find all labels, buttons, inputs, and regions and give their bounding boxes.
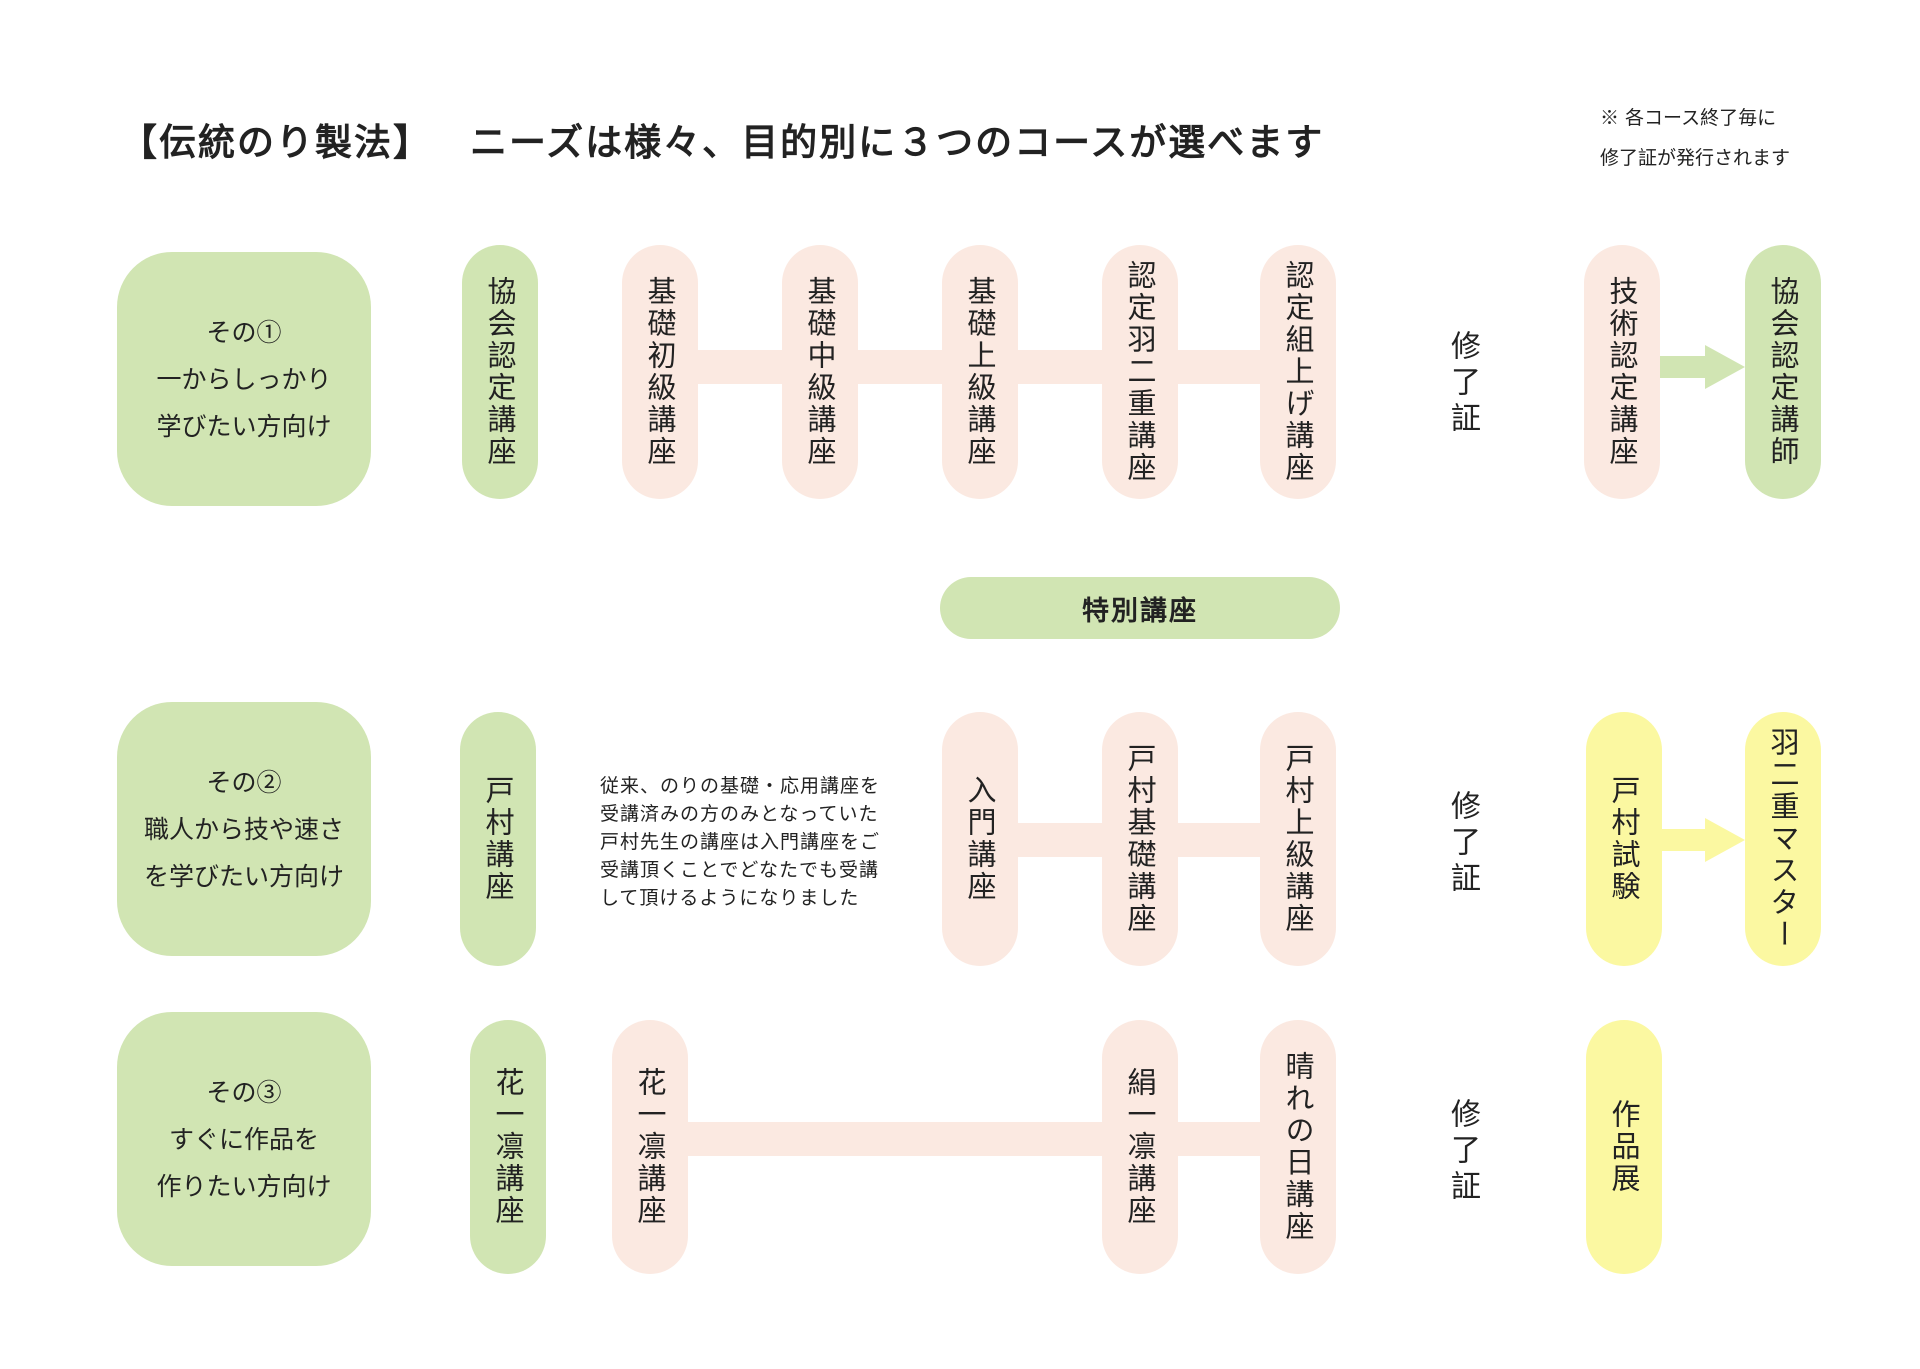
pill-text: 花一凛講座 bbox=[491, 1067, 525, 1227]
pill-text: 絹一凛講座 bbox=[1123, 1067, 1157, 1227]
course3-label: その③ すぐに作品を 作りたい方向け bbox=[117, 1012, 371, 1266]
course2-note: 従来、のりの基礎・応用講座を 受講済みの方のみとなっていた 戸村先生の講座は入門… bbox=[600, 775, 881, 909]
arrow-right-icon bbox=[1655, 818, 1745, 862]
course1-step-instructor: 協会認定講師 bbox=[1745, 245, 1821, 499]
pill-text: 戸村講座 bbox=[481, 775, 515, 903]
course2-certificate: 修了証 bbox=[1445, 790, 1480, 898]
pill-text: 基礎中級講座 bbox=[803, 276, 837, 468]
pill-text: 技術認定講座 bbox=[1605, 276, 1639, 468]
course2-step-intro: 入門講座 bbox=[942, 712, 1018, 966]
course2-step-habutae-master: 羽二重マスター bbox=[1745, 712, 1821, 966]
pill-text: 協会認定講座 bbox=[483, 276, 517, 468]
pill-text: 認定羽二重講座 bbox=[1123, 260, 1157, 484]
pill-text: 羽二重マスター bbox=[1766, 727, 1800, 951]
pill-text: 基礎初級講座 bbox=[643, 276, 677, 468]
course3-certificate: 修了証 bbox=[1445, 1098, 1480, 1206]
course2-step-tomura: 戸村講座 bbox=[460, 712, 536, 966]
pill-text: 作品展 bbox=[1607, 1099, 1641, 1195]
pill-text: 花一凛講座 bbox=[633, 1067, 667, 1227]
pill-text: 協会認定講師 bbox=[1766, 276, 1800, 468]
course1-step-basic-beginner: 基礎初級講座 bbox=[622, 245, 698, 499]
pill-text: 戸村上級講座 bbox=[1281, 743, 1315, 935]
certificate-note: ※ 各コース終了毎に 修了証が発行されます bbox=[1600, 107, 1791, 169]
course1-step-habutae: 認定羽二重講座 bbox=[1102, 245, 1178, 499]
course1-label: その① 一からしっかり 学びたい方向け bbox=[117, 252, 371, 506]
course2-step-tomura-exam: 戸村試験 bbox=[1586, 712, 1662, 966]
page-title: 【伝統のり製法】 bbox=[120, 120, 432, 164]
course3-step-hana: 花一凛講座 bbox=[470, 1020, 546, 1274]
course1-step-association: 協会認定講座 bbox=[462, 245, 538, 499]
pill-text: 入門講座 bbox=[963, 775, 997, 903]
course3-step-hana-2: 花一凛講座 bbox=[612, 1020, 688, 1274]
course3-step-hare: 晴れの日講座 bbox=[1260, 1020, 1336, 1274]
course1-step-basic-intermediate: 基礎中級講座 bbox=[782, 245, 858, 499]
pill-text: 認定組上げ講座 bbox=[1281, 260, 1315, 484]
course1-step-assembly: 認定組上げ講座 bbox=[1260, 245, 1336, 499]
pill-text: 戸村試験 bbox=[1607, 775, 1641, 903]
course1-step-basic-advanced: 基礎上級講座 bbox=[942, 245, 1018, 499]
special-course: 特別講座 bbox=[940, 577, 1340, 639]
course1-certificate: 修了証 bbox=[1445, 330, 1480, 438]
course2-label: その② 職人から技や速さ を学びたい方向け bbox=[117, 702, 371, 956]
pill-text: 基礎上級講座 bbox=[963, 276, 997, 468]
arrow-right-icon bbox=[1655, 345, 1745, 389]
course2-step-tomura-basic: 戸村基礎講座 bbox=[1102, 712, 1178, 966]
course1-step-tech-cert: 技術認定講座 bbox=[1584, 245, 1660, 499]
course3-step-kinu: 絹一凛講座 bbox=[1102, 1020, 1178, 1274]
course3-connector bbox=[680, 1122, 1330, 1156]
page-subtitle: ニーズは様々、目的別に３つのコースが選べます bbox=[470, 120, 1325, 164]
pill-text: 晴れの日講座 bbox=[1281, 1051, 1315, 1243]
course3-step-exhibition: 作品展 bbox=[1586, 1020, 1662, 1274]
course2-step-tomura-advanced: 戸村上級講座 bbox=[1260, 712, 1336, 966]
pill-text: 戸村基礎講座 bbox=[1123, 743, 1157, 935]
